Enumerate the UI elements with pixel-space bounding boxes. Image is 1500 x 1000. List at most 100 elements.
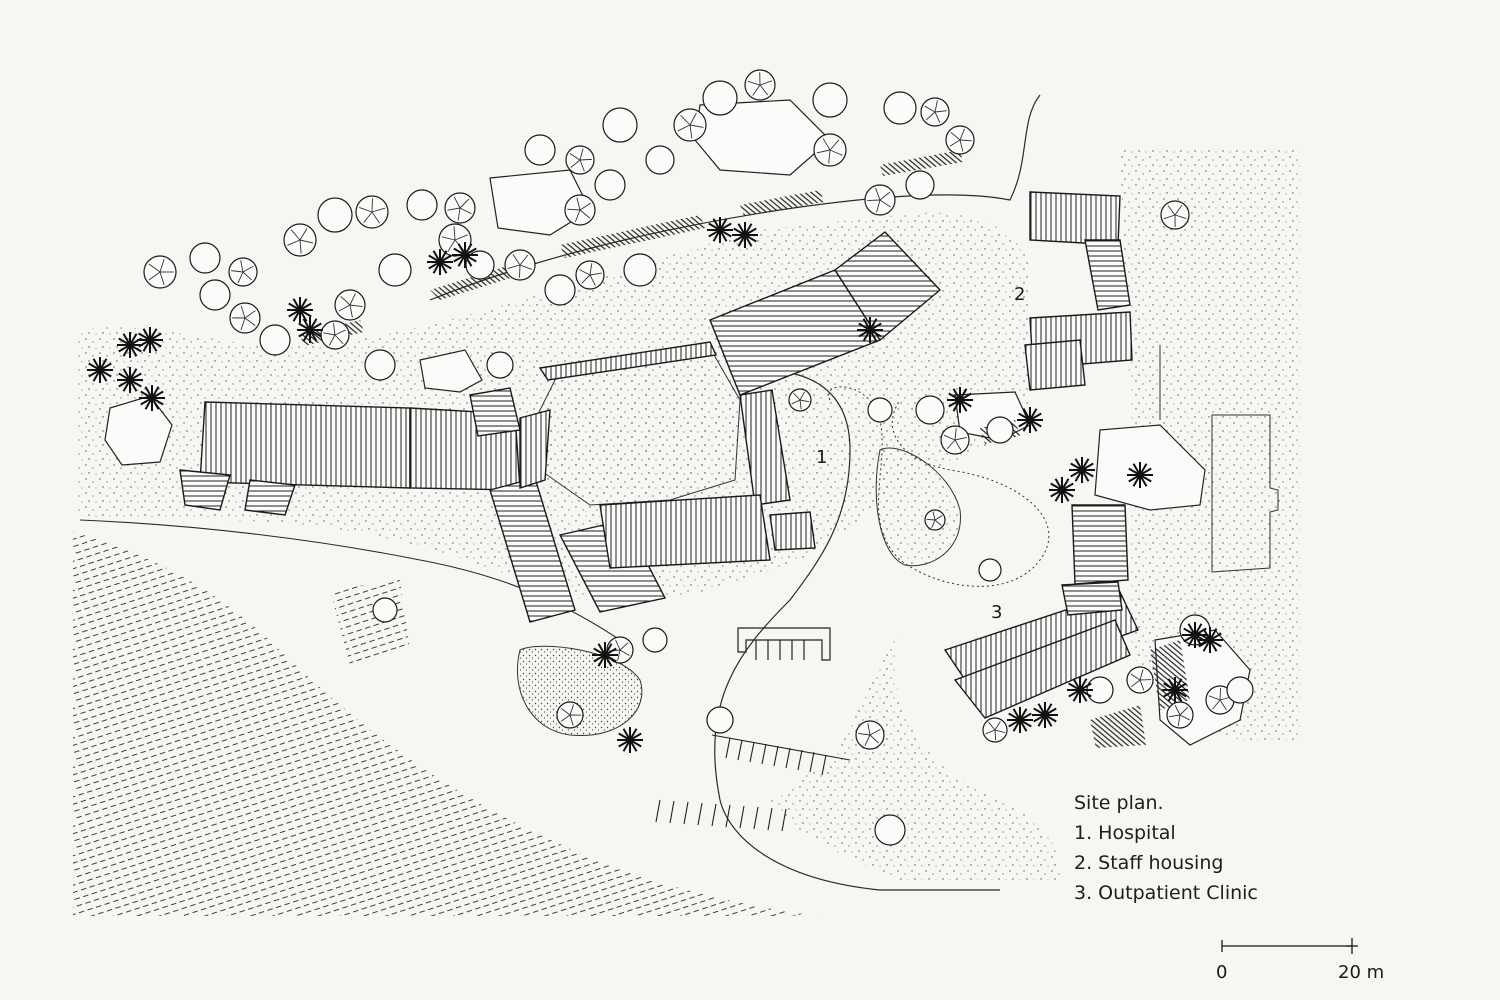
palm-frond: [309, 318, 318, 331]
palm-frond: [88, 369, 101, 378]
tree-branch: [934, 110, 947, 113]
palm-frond: [457, 254, 466, 267]
palm-frond: [140, 390, 153, 399]
palm-frond: [1019, 708, 1028, 721]
palm-frond: [1139, 474, 1148, 487]
tree-branch: [1169, 714, 1181, 718]
scale-bar-end-label: 20 m: [1338, 962, 1384, 983]
tree-branch: [371, 211, 381, 224]
palm-frond: [1061, 489, 1070, 502]
palm-frond: [1018, 412, 1031, 421]
tree-branch: [934, 100, 938, 113]
palm-frond: [1068, 689, 1081, 698]
palm-frond: [712, 218, 721, 231]
tree-branch: [454, 234, 468, 241]
tree-branch: [240, 317, 246, 331]
tree-branch: [1167, 205, 1176, 216]
tree-branch: [569, 714, 574, 726]
hospital-building: [179, 231, 942, 623]
tree-branch: [954, 439, 962, 451]
palm-frond: [1022, 408, 1031, 421]
palm-frond: [1167, 678, 1176, 691]
tree-branch: [875, 187, 881, 201]
tree-branch: [759, 84, 769, 96]
palm-frond: [1044, 714, 1057, 723]
palm-frond: [744, 223, 753, 236]
palm-frond: [1044, 703, 1053, 716]
palm-frond: [149, 328, 158, 341]
legend-item-staff-housing: 2. Staff housing: [1074, 852, 1224, 874]
palm-frond: [292, 309, 301, 322]
tree-branch: [931, 519, 936, 529]
tree-canopy: [602, 107, 638, 143]
tree-branch: [579, 148, 584, 161]
palm-frond: [1018, 419, 1031, 428]
palm-frond: [299, 298, 308, 311]
tree-branch: [579, 209, 591, 219]
tree-canopy: [1226, 676, 1254, 704]
palm-frond: [1198, 639, 1211, 648]
palm-frond: [1183, 634, 1196, 643]
palm-frond: [302, 329, 311, 342]
palm-frond: [298, 329, 311, 338]
tree-branch: [879, 191, 891, 201]
tree-branch: [1130, 673, 1141, 681]
palm-frond: [118, 372, 131, 381]
palm-frond: [622, 728, 631, 741]
palm-frond: [118, 344, 131, 353]
palm-frond: [464, 247, 477, 256]
palm-frond: [122, 379, 131, 392]
palm-frond: [1070, 469, 1083, 478]
palm-frond: [298, 322, 311, 331]
palm-frond: [1128, 467, 1141, 476]
palm-frond: [862, 329, 871, 342]
palm-frond: [1022, 419, 1031, 432]
palm-frond: [142, 328, 151, 341]
staff-housing-building: [1024, 191, 1133, 391]
palm-frond: [428, 261, 441, 270]
tree-branch: [1212, 699, 1221, 710]
tree-branch: [244, 317, 256, 326]
tree-branch: [1174, 214, 1187, 219]
tree-canopy: [978, 558, 1002, 582]
palm-frond: [129, 379, 138, 392]
tree-branch: [1131, 679, 1141, 688]
palm-frond: [858, 322, 871, 331]
tree-branch: [1219, 688, 1222, 701]
palm-frond: [1019, 712, 1032, 721]
tree-branch: [148, 263, 161, 273]
palm-frond: [432, 250, 441, 263]
tree-branch: [689, 112, 697, 126]
palm-frond: [1037, 703, 1046, 716]
palm-frond: [959, 392, 972, 401]
tree-branch: [459, 198, 470, 209]
tree-branch: [1179, 714, 1191, 721]
palm-frond: [719, 229, 732, 238]
palm-frond: [1198, 632, 1211, 641]
legend-title: Site plan.: [1074, 792, 1164, 814]
palm-frond: [288, 309, 301, 318]
palm-frond: [292, 298, 301, 311]
palm-frond: [142, 339, 151, 352]
tree-branch: [799, 399, 802, 410]
palm-frond: [1012, 708, 1021, 721]
tree-branch: [954, 437, 967, 441]
palm-frond: [1209, 639, 1222, 648]
palm-frond: [92, 358, 101, 371]
tree-branch: [441, 236, 456, 241]
palm-frond: [597, 643, 606, 656]
tree-branch: [579, 158, 592, 161]
tree-branch: [934, 515, 943, 521]
tree-branch: [334, 334, 344, 344]
tree-branch: [829, 139, 840, 151]
tree-branch: [793, 392, 801, 401]
tree-branch: [457, 207, 461, 221]
tree-branch: [299, 239, 314, 244]
palm-frond: [439, 261, 448, 274]
palm-frond: [1163, 682, 1176, 691]
tree-branch: [1163, 214, 1176, 220]
tree-branch: [619, 642, 629, 651]
palm-frond: [129, 379, 142, 388]
palm-frond: [1079, 689, 1092, 698]
